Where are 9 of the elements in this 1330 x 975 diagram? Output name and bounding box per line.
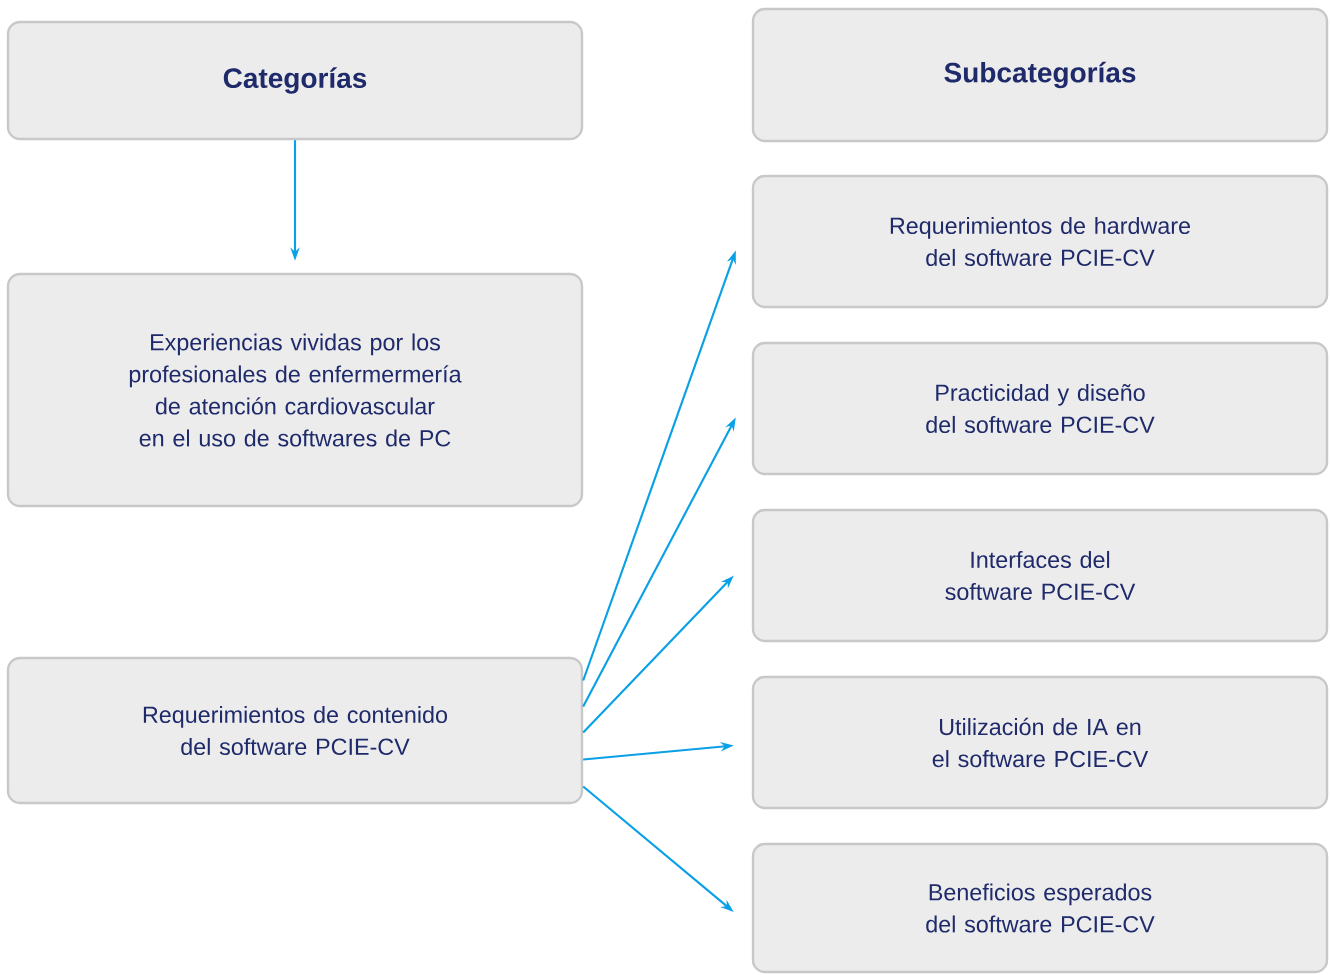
text-box: Experiencias vividas por los profesionales de enfermermería de atención cardiovascular en el uso de softwares de PC — [6, 272, 584, 508]
column-header-box: Subcategorías — [751, 7, 1329, 143]
text-box: Requerimientos de contenido del software PCIE-CV — [6, 656, 584, 805]
text-box: Requerimientos de hardware del software PCIE-CV — [751, 174, 1329, 309]
text-box: Beneficios esperados del software PCIE-CV — [751, 842, 1329, 974]
text-box: Practicidad y diseño del software PCIE-CV — [751, 341, 1329, 476]
text-box: Interfaces del software PCIE-CV — [751, 508, 1329, 643]
text-box: Utilización de IA en el software PCIE-CV — [751, 675, 1329, 810]
column-header-box: Categorías — [6, 20, 584, 141]
